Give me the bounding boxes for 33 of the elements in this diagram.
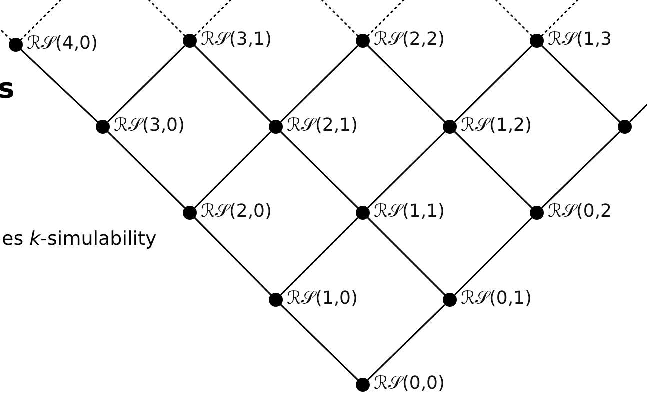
vertex-label: ℛ𝒮(1,3	[548, 29, 612, 51]
vertex-label: ℛ𝒮(2,0)	[201, 201, 272, 223]
lattice-line	[541, 131, 621, 209]
lattice-line	[107, 45, 186, 123]
lattice-line	[454, 45, 533, 123]
lattice-line	[367, 45, 446, 123]
vertex-label: ℛ𝒮(0,1)	[461, 288, 532, 310]
lattice-line	[280, 217, 359, 296]
vertex-label: ℛ𝒮(1,2)	[461, 115, 532, 137]
lattice-line	[20, 49, 98, 123]
vertex-label: ℛ𝒮(1,1)	[374, 201, 446, 223]
vertex-label: ℛ𝒮(2,1)	[287, 115, 358, 137]
lattice-line	[194, 217, 272, 296]
vertex-label: ℛ𝒮(3,0)	[114, 115, 186, 137]
lattice-line	[541, 45, 621, 123]
lattice-line	[454, 217, 533, 296]
lattice-line	[194, 45, 272, 123]
vertex-label: ℛ𝒮(0,2	[548, 201, 612, 223]
lattice-line	[454, 131, 533, 209]
lattice-line	[367, 131, 446, 209]
vertex-label: ℛ𝒮(4,0)	[27, 33, 98, 55]
lattice-line	[367, 217, 446, 296]
caption-text: es k-simulability	[2, 228, 157, 250]
lattice-line	[280, 45, 359, 123]
vertex-label: ℛ𝒮(0,0)	[374, 373, 446, 395]
vertex-label: ℛ𝒮(3,1)	[201, 29, 272, 51]
lattice-line	[107, 131, 186, 209]
lattice-line	[367, 304, 446, 381]
vertex-label: ℛ𝒮(1,0)	[287, 288, 358, 310]
lattice-line	[194, 131, 272, 209]
vertex-label: ℛ𝒮(2,2)	[374, 29, 446, 51]
lattice-line	[280, 304, 359, 381]
lattice-line	[280, 131, 359, 209]
